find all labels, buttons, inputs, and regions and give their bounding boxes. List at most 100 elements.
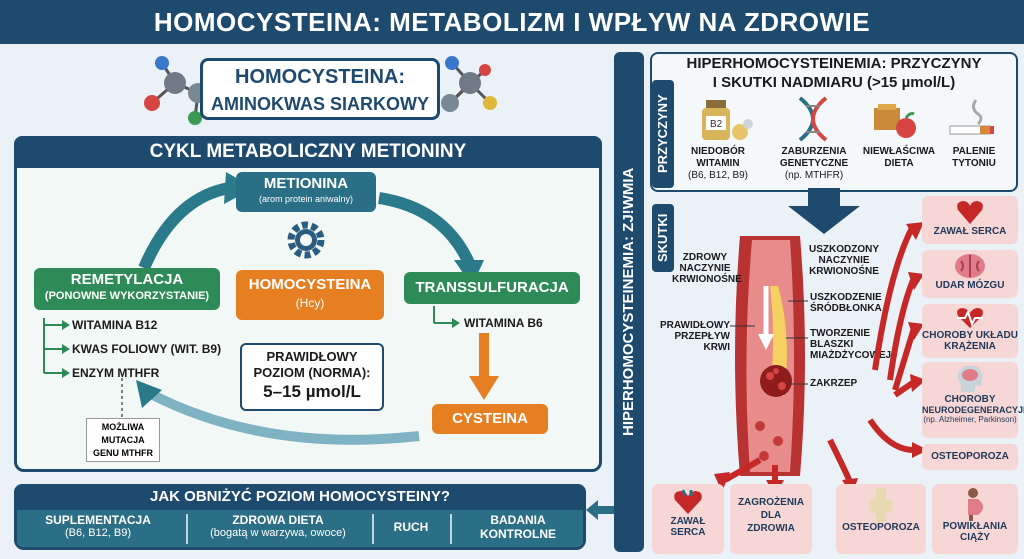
lowering-items-bar	[17, 510, 583, 547]
tip-label: SUPLEMENTACJA	[45, 513, 151, 527]
cause-label: DIETA	[884, 158, 914, 169]
endothelium-label: USZKODZENIE ŚRÓDBŁONKA	[810, 292, 896, 314]
effect-label: OSTEOPOROZA	[931, 451, 1009, 462]
cause-label: NIEDOBÓR	[691, 146, 745, 157]
heart-icon	[674, 489, 702, 514]
brain-icon	[955, 254, 985, 278]
effect-label: UDAR MÓZGU	[935, 280, 1005, 291]
vessel-label-line: PRAWIDŁOWY	[660, 320, 730, 331]
tip-sub: KONTROLNE	[480, 527, 556, 541]
effect-label: ZDROWIA	[747, 523, 795, 534]
food-icon	[874, 104, 916, 138]
effect-heart-attack: ZAWAŁ SERCA	[922, 196, 1018, 244]
effect-bottom-heart: ZAWAŁ SERCA	[652, 484, 724, 554]
healthy-vessel-label: ZDROWY NACZYNIE KRWIONOŚNE	[672, 252, 742, 285]
arrow-left-icon	[586, 500, 614, 520]
vessel-label-line: USZKODZENIE	[810, 292, 882, 303]
cause-smoking: PALENIE TYTONIU	[936, 146, 1012, 170]
amino-acid-title: HOMOCYSTEINA: AMINOKWAS SIARKOWY	[200, 58, 440, 120]
divider	[186, 514, 188, 544]
effect-bottom-osteoporosis: OSTEOPOROZA	[836, 484, 926, 554]
vessel-label-line: PRZEPŁYW KRWI	[674, 331, 730, 353]
effect-osteoporosis-side: OSTEOPOROZA	[922, 444, 1018, 470]
effect-label: ZAWAŁ SERCA	[933, 226, 1007, 237]
gear-icon	[287, 221, 325, 259]
homocysteine-label: HOMOCYSTEINA	[248, 276, 372, 293]
heart-icon	[957, 201, 983, 224]
effect-bottom-health-risk: ZAGROŻENIA DLA ZDROWIA	[730, 484, 812, 554]
effect-label: ZAWAŁ	[670, 516, 706, 527]
damaged-vessel-label: USZKODZONY NACZYNIE KRWIONOŚNE	[796, 244, 892, 277]
vessel-label-line: MIAŻDŻYCOWEJ	[810, 350, 892, 361]
vessel-label-line: KRWIONOŚNE	[809, 266, 879, 277]
tip-sub: (B6, B12, B9)	[64, 527, 132, 539]
cysteine-box: CYSTEINA	[432, 404, 548, 434]
remethylation-label: REMETYLACJA	[70, 271, 184, 288]
vessel-label-line: NACZYNIE	[818, 255, 870, 266]
blood-vessel-illustration	[730, 236, 808, 476]
cause-label: GENETYCZNE	[779, 158, 849, 169]
effect-label: CHOROBY UKŁADU	[922, 330, 1018, 341]
normal-level-box: PRAWIDŁOWY POZIOM (NORMA): 5–15 µmol/L	[240, 343, 384, 411]
amino-title-line2: AMINOKWAS SIARKOWY	[211, 94, 429, 114]
cause-vitamin-deficiency: NIEDOBÓR WITAMIN (B6, B12, B9)	[680, 146, 756, 182]
vitamin-b6-label: WITAMINA B6	[464, 316, 543, 330]
clot-label: ZAKRZEP	[810, 378, 858, 389]
norm-line: PRAWIDŁOWY	[266, 349, 358, 364]
methionine-sub: (arom protein aniwalny)	[258, 194, 354, 204]
norm-value: 5–15 µmol/L	[263, 382, 361, 401]
cause-diet: NIEWŁAŚCIWA DIETA	[856, 146, 942, 170]
mutation-line: MUTACJA	[101, 435, 145, 445]
right-title-line: I SKUTKI NADMIARU (>15 µmol/L)	[712, 74, 956, 91]
remethylation-sub: (PONOWNE WYKORZYSTANIE)	[44, 290, 210, 302]
amino-title-line1: HOMOCYSTEINA:	[235, 66, 405, 88]
norm-line: POZIOM (NORMA):	[253, 365, 371, 380]
effect-bottom-pregnancy: POWIKŁANIA CIĄŻY	[932, 484, 1018, 554]
effect-circulatory: CHOROBY UKŁADU KRĄŻENIA	[922, 304, 1018, 358]
cause-genetic: ZABURZENIA GENETYCZNE (np. MTHFR)	[766, 146, 862, 182]
cause-label: NIEWŁAŚCIWA	[862, 146, 936, 157]
transsulfuration-box: TRANSSULFURACJA	[404, 272, 580, 304]
effects-label: SKUTKI	[652, 204, 674, 272]
normal-flow-label: PRAWIDŁOWY PRZEPŁYW KRWI	[650, 320, 730, 353]
effect-sub: (np. Alzheimer, Parkinson)	[923, 415, 1017, 424]
tip-label: RUCH	[393, 520, 429, 534]
joint-icon	[869, 488, 893, 522]
tip-diet: ZDROWA DIETA (bogatą w warzywa, owoce)	[190, 513, 366, 539]
lowering-header: JAK OBNIŻYĆ POZIOM HOMOCYSTEINY?	[14, 484, 586, 510]
svg-text:B2: B2	[710, 119, 723, 130]
methionine-label: METIONINA	[263, 175, 349, 192]
effect-stroke: UDAR MÓZGU	[922, 250, 1018, 298]
cause-sub: (B6, B12, B9)	[687, 170, 749, 181]
vessel-label-line: NACZYNIE	[679, 263, 731, 274]
dna-icon	[798, 96, 828, 142]
effect-label: NEURODEGENERACYJNE	[922, 405, 1024, 415]
cause-sub: (np. MTHFR)	[784, 170, 844, 181]
effect-label: CHOROBY	[944, 394, 996, 405]
remethylation-box: REMETYLACJA (PONOWNE WYKORZYSTANIE)	[34, 268, 220, 310]
pregnancy-icon	[968, 488, 983, 521]
effect-label: DLA	[760, 510, 782, 521]
right-title-line: HIPERHOMOCYSTEINEMIA: PRZYCZYNY	[686, 55, 982, 72]
head-brain-icon	[957, 365, 983, 392]
divider	[450, 514, 452, 544]
arrow-down-icon	[788, 188, 860, 234]
remethylation-item: KWAS FOLIOWY (WIT. B9)	[72, 342, 222, 356]
tip-sub: (bogatą w warzywa, owoce)	[210, 527, 346, 539]
page-title: HOMOCYSTEINA: METABOLIZM I WPŁYW NA ZDRO…	[0, 0, 1024, 44]
tip-label: BADANIA	[490, 513, 546, 527]
effect-label: OSTEOPOROZA	[842, 522, 920, 533]
cigarette-icon	[949, 99, 994, 135]
heartbeat-icon	[957, 308, 983, 328]
vessel-label-line: BLASZKI	[810, 339, 854, 350]
methionine-box: METIONINA (arom protein aniwalny)	[236, 172, 376, 212]
mutation-line: MOŻLIWA	[101, 422, 145, 432]
tip-label: ZDROWA DIETA	[232, 513, 324, 527]
effect-neurodegenerative: CHOROBY NEURODEGENERACYJNE (np. Alzheime…	[922, 362, 1024, 438]
vessel-label-line: USZKODZONY	[809, 244, 879, 255]
mutation-line: GENU MTHFR	[93, 448, 153, 458]
effect-label: SERCA	[670, 527, 706, 538]
vessel-label-line: ZDROWY	[682, 252, 728, 263]
effect-label: POWIKŁANIA	[942, 521, 1008, 532]
vessel-label-line: ŚRÓDBŁONKA	[810, 303, 882, 314]
